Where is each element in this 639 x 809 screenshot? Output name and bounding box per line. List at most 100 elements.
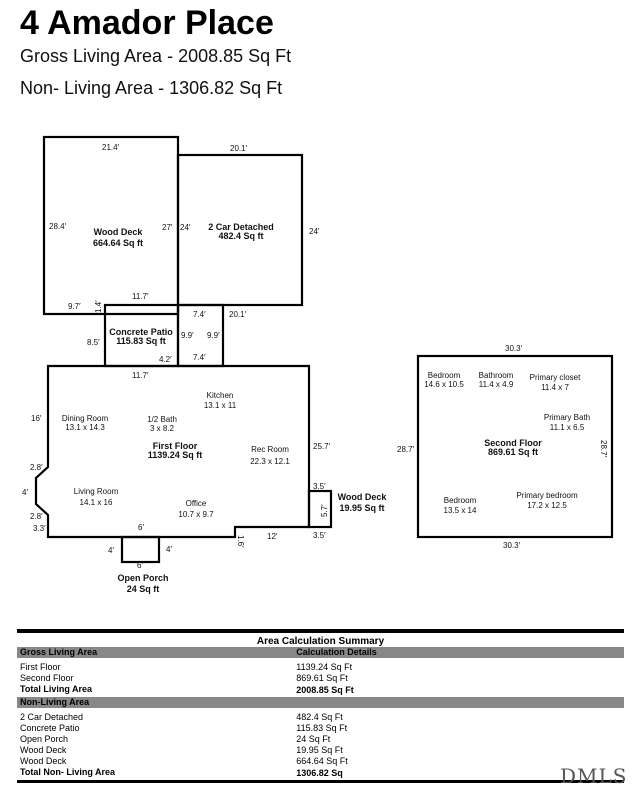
total-value: 2008.85 Sq Ft	[296, 685, 354, 695]
room-name: Bedroom	[444, 496, 477, 505]
room-size: 11.4 x 7	[541, 383, 569, 392]
room-name: Bathroom	[479, 371, 514, 380]
table-caption: Area Calculation Summary	[256, 636, 385, 647]
porch-label: Open Porch	[117, 573, 168, 583]
garage-area: 482.4 Sq ft	[218, 231, 263, 241]
dim: 4′	[108, 546, 114, 555]
dim: 24′	[180, 223, 191, 232]
room-size: 22.3 x 12.1	[250, 457, 290, 466]
dim: 28.4′	[49, 222, 67, 231]
room-size: 17.2 x 12.5	[527, 501, 567, 510]
second-floor-area: 869.61 Sq ft	[488, 447, 538, 457]
room-size: 11.1 x 6.5	[550, 423, 585, 432]
dim: 7.4′	[193, 310, 206, 319]
dim: 11.7′	[132, 292, 149, 301]
details-header: Calculation Details	[296, 647, 624, 658]
table-row-label: First Floor	[20, 662, 61, 672]
total-value: 1306.82 Sq	[296, 768, 343, 778]
dim: 28.7′	[599, 440, 608, 458]
room-size: 13.1 x 14.3	[65, 423, 105, 432]
room-size: 14.6 x 10.5	[424, 380, 464, 389]
room-size: 13.1 x 11	[204, 401, 237, 410]
non-living-area-line: Non- Living Area - 1306.82 Sq Ft	[20, 78, 283, 98]
first-floor-label: First Floor	[153, 441, 198, 451]
dim: 24′	[309, 227, 320, 236]
room-name: Rec Room	[251, 445, 289, 454]
room-name: Dining Room	[62, 414, 109, 423]
dim: 12′	[267, 532, 278, 541]
dim: 4′	[166, 545, 172, 554]
watermark-logo: DMLS	[560, 764, 628, 788]
patio-area: 115.83 Sq ft	[116, 336, 166, 346]
porch-outline	[120, 535, 161, 564]
table-row-value: 1139.24 Sq Ft	[296, 662, 353, 672]
dim: 4.2′	[159, 355, 172, 364]
gla-header: Gross Living Area	[17, 647, 297, 658]
room-size: 10.7 x 9.7	[178, 510, 214, 519]
dim: 11.7′	[132, 371, 149, 380]
dim: 2.8′	[30, 463, 43, 472]
table-row-value: 664.64 Sq Ft	[296, 756, 348, 766]
table-row-value: 19.95 Sq Ft	[296, 745, 343, 755]
dim: 3.5′	[313, 531, 326, 540]
table-row-value: 482.4 Sq Ft	[296, 712, 343, 722]
dim: 6′	[138, 523, 144, 532]
table-row-label: 2 Car Detached	[20, 712, 84, 722]
first-floor-rooms: Kitchen 13.1 x 11 Dining Room 13.1 x 14.…	[62, 391, 290, 519]
dim: 3.5′	[313, 482, 326, 491]
dim: 20.1′	[230, 144, 248, 153]
wood-deck-small-label: Wood Deck	[338, 492, 388, 502]
room-name: Primary Bath	[544, 413, 590, 422]
dim: 9.9′	[181, 331, 194, 340]
dim: 30.3′	[503, 541, 521, 550]
room-name: 1/2 Bath	[147, 415, 177, 424]
first-floor-outline	[34, 364, 311, 539]
dim: 1.4′	[94, 300, 103, 313]
room-name: Bedroom	[428, 371, 461, 380]
dim: 8.5′	[87, 338, 100, 347]
second-floor-outline	[416, 354, 614, 539]
wood-deck-small-area: 19.95 Sq ft	[339, 503, 384, 513]
floor-plan: Wood Deck 664.64 Sq ft 21.4′ 28.4′ 27′ 1…	[22, 135, 614, 594]
room-size: 3 x 8.2	[150, 424, 175, 433]
dim: 7.4′	[193, 353, 206, 362]
dim: 9.9′	[207, 331, 220, 340]
table-row-value: 869.61 Sq Ft	[296, 673, 348, 683]
table-row-value: 115.83 Sq Ft	[296, 723, 348, 733]
dim: 2.8′	[30, 512, 43, 521]
table-row-label: Open Porch	[20, 734, 69, 744]
room-size: 14.1 x 16	[80, 498, 113, 507]
dim: 9.7′	[68, 302, 81, 311]
dim: 27′	[162, 223, 173, 232]
dim: 16′	[31, 414, 42, 423]
room-name: Office	[186, 499, 207, 508]
wood-deck-small-outline	[307, 489, 333, 529]
dim: 30.3′	[505, 344, 523, 353]
room-size: 13.5 x 14	[444, 506, 477, 515]
gross-living-area-line: Gross Living Area - 2008.85 Sq Ft	[20, 46, 292, 66]
dim: 25.7′	[313, 442, 331, 451]
table-row-label: Concrete Patio	[20, 723, 80, 733]
total-label: Total Living Area	[20, 684, 93, 694]
dim: 3.3′	[33, 524, 46, 533]
porch-area: 24 Sq ft	[127, 584, 160, 594]
second-floor-label: Second Floor	[484, 438, 542, 448]
dim: 28.7′	[397, 445, 415, 454]
dim: 4′	[22, 488, 28, 497]
table-row-label: Wood Deck	[20, 745, 67, 755]
first-floor-area: 1139.24 Sq ft	[148, 450, 203, 460]
dim: 21.4′	[102, 143, 120, 152]
room-name: Living Room	[74, 487, 119, 496]
area-summary-table: Area Calculation Summary Gross Living Ar…	[17, 629, 624, 783]
garage-label: 2 Car Detached	[208, 222, 274, 232]
room-size: 11.4 x 4.9	[479, 380, 514, 389]
room-name: Primary bedroom	[516, 491, 578, 500]
room-name: Primary closet	[530, 373, 581, 382]
dim: 5.7′	[320, 504, 329, 517]
nla-header: Non-Living Area	[17, 697, 297, 708]
garage-outline	[176, 153, 304, 307]
table-row-value: 24 Sq Ft	[296, 734, 331, 744]
room-name: Kitchen	[207, 391, 234, 400]
dim: 20.1′	[229, 310, 247, 319]
table-row-label: Wood Deck	[20, 756, 67, 766]
